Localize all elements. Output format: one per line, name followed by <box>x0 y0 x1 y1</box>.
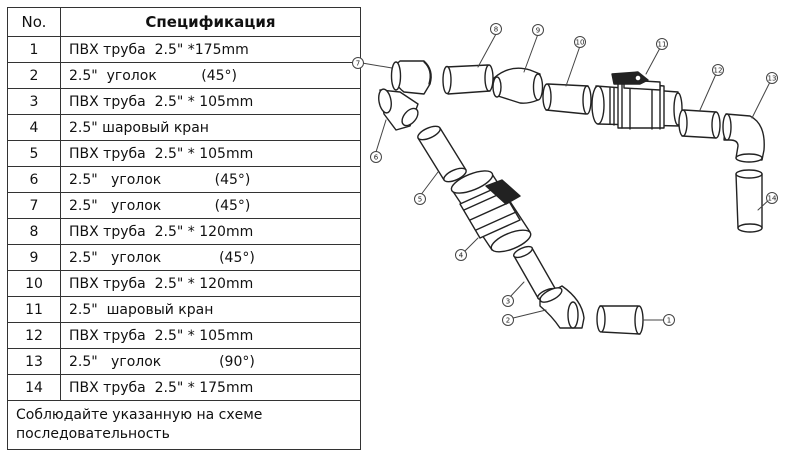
row-description: ПВХ труба 2.5" * 120mm <box>60 218 361 245</box>
callout-1: 1 <box>663 314 675 326</box>
callout-2: 2 <box>502 314 514 326</box>
part-11-ball-valve <box>591 71 683 130</box>
part-2-elbow <box>539 285 585 329</box>
header-number: No. <box>7 7 61 37</box>
row-description: ПВХ труба 2.5" * 105mm <box>60 88 361 115</box>
part-5-pipe <box>417 125 467 183</box>
callout-label: 3 <box>506 298 510 306</box>
part-1-pipe <box>596 305 644 335</box>
row-description: 2.5" уголок (45°) <box>60 192 361 219</box>
row-number: 2 <box>7 62 61 89</box>
row-description: 2.5" уголок (90°) <box>60 348 361 375</box>
assembly-note: Соблюдайте указанную на схеме последоват… <box>7 400 361 450</box>
row-number: 10 <box>7 270 61 297</box>
callout-label: 14 <box>768 195 777 203</box>
part-12-pipe <box>678 109 721 139</box>
row-number: 14 <box>7 374 61 401</box>
row-number: 7 <box>7 192 61 219</box>
header-specification: Спецификация <box>60 7 361 37</box>
row-description: ПВХ труба 2.5" * 105mm <box>60 140 361 167</box>
callout-label: 8 <box>494 26 498 34</box>
note-row: Соблюдайте указанную на схеме последоват… <box>7 400 361 450</box>
part-13-elbow <box>722 113 765 163</box>
part-8-pipe <box>442 64 494 95</box>
row-number: 5 <box>7 140 61 167</box>
callout-8: 8 <box>490 23 502 35</box>
callout-13: 13 <box>766 72 778 84</box>
callout-12: 12 <box>712 64 724 76</box>
row-number: 1 <box>7 36 61 63</box>
part-9-elbow <box>492 67 544 104</box>
callout-label: 10 <box>576 39 585 47</box>
row-description: ПВХ труба 2.5" * 120mm <box>60 270 361 297</box>
table-header-row: No. Спецификация <box>7 7 361 37</box>
part-4-ball-valve <box>450 170 532 253</box>
row-description: 2.5" шаровый кран <box>60 296 361 323</box>
row-description: ПВХ труба 2.5" *175mm <box>60 36 361 63</box>
row-number: 6 <box>7 166 61 193</box>
row-description: ПВХ труба 2.5" * 105mm <box>60 322 361 349</box>
row-number: 8 <box>7 218 61 245</box>
callout-label: 4 <box>459 252 464 260</box>
callout-11: 11 <box>656 38 668 50</box>
row-description: 2.5" уголок (45°) <box>60 166 361 193</box>
row-number: 4 <box>7 114 61 141</box>
callout-6: 6 <box>370 151 382 163</box>
row-number: 9 <box>7 244 61 271</box>
callout-label: 2 <box>506 317 510 325</box>
row-number: 13 <box>7 348 61 375</box>
part-6-elbow <box>378 88 419 131</box>
callout-10: 10 <box>574 36 586 48</box>
callout-label: 12 <box>714 67 723 75</box>
callout-3: 3 <box>502 295 514 307</box>
callout-label: 1 <box>667 317 671 325</box>
callout-label: 13 <box>768 75 777 83</box>
row-description: 2.5" шаровый кран <box>60 114 361 141</box>
callout-4: 4 <box>455 249 467 261</box>
part-7-elbow <box>390 60 432 95</box>
callout-label: 6 <box>374 154 379 162</box>
callout-7: 7 <box>352 57 364 69</box>
part-14-pipe <box>735 169 763 233</box>
callout-14: 14 <box>766 192 778 204</box>
callout-label: 5 <box>418 196 422 204</box>
part-10-pipe <box>542 83 592 115</box>
row-number: 11 <box>7 296 61 323</box>
row-description: 2.5" уголок (45°) <box>60 62 361 89</box>
callout-label: 7 <box>356 60 360 68</box>
row-number: 3 <box>7 88 61 115</box>
row-description: 2.5" уголок (45°) <box>60 244 361 271</box>
row-number: 12 <box>7 322 61 349</box>
callout-9: 9 <box>532 24 544 36</box>
callout-label: 9 <box>536 27 540 35</box>
row-description: ПВХ труба 2.5" * 175mm <box>60 374 361 401</box>
callout-label: 11 <box>658 41 667 49</box>
callout-5: 5 <box>414 193 426 205</box>
